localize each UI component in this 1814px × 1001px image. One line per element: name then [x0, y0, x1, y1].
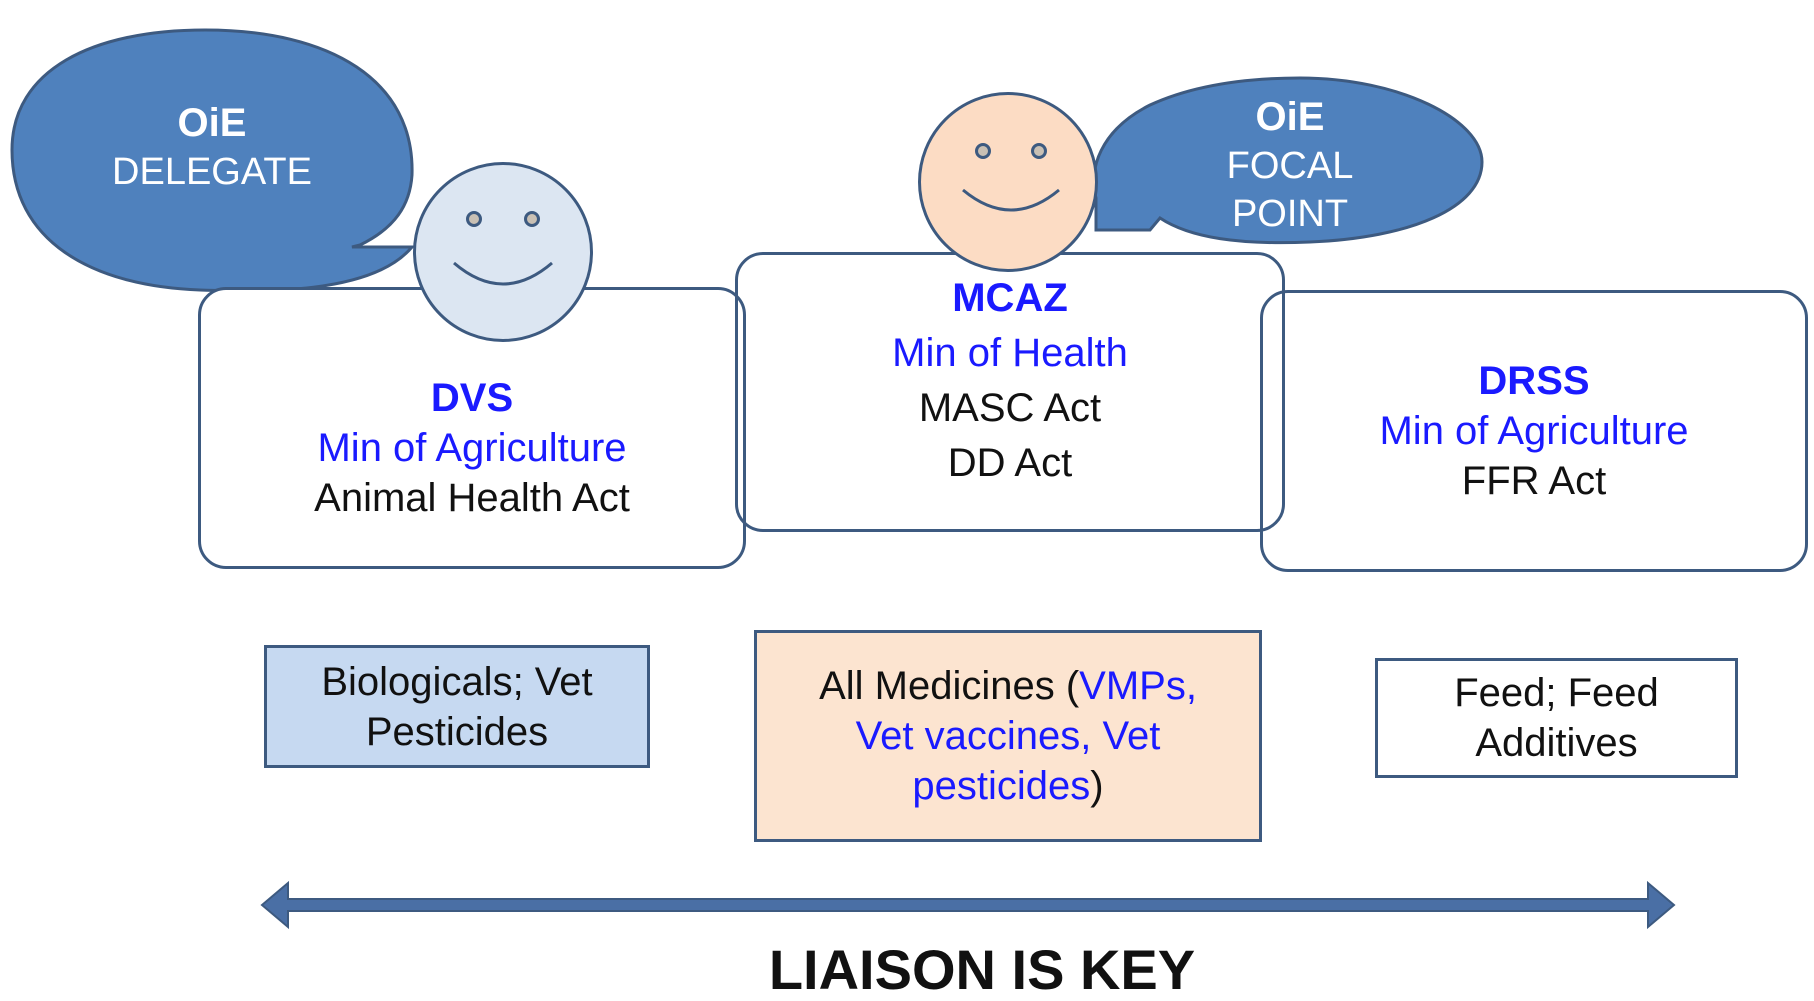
feed-line1: Feed; Feed: [1454, 671, 1659, 715]
right-eye-icon: [524, 211, 540, 227]
medicines-prefix: All Medicines (: [819, 664, 1080, 708]
dvs-act: Animal Health Act: [314, 476, 630, 520]
oie-focal-line1: FOCAL: [1226, 145, 1354, 187]
dvs-ministry: Min of Agriculture: [317, 426, 627, 470]
bubble-shape: [1092, 76, 1484, 245]
mcaz-ministry: Min of Health: [892, 331, 1128, 375]
oie-focal-label: OiE FOCAL POINT: [1190, 92, 1390, 238]
biologicals-line1: Biologicals; Vet: [321, 659, 593, 704]
smile-icon: [453, 261, 553, 286]
biologicals-line2: Pesticides: [365, 709, 549, 754]
mcaz-box: MCAZ Min of Health MASC Act DD Act: [735, 252, 1285, 532]
oie-focal-bubble: [1092, 76, 1484, 245]
mcaz-smiley-face: [918, 92, 1098, 272]
medicines-suffix: ): [1090, 764, 1104, 808]
oie-delegate-subtitle: DELEGATE: [112, 151, 312, 193]
medicines-box: All Medicines (VMPs, Vet vaccines, Vet p…: [754, 630, 1262, 842]
arrow-shape: [260, 880, 1676, 930]
oie-focal-line2: POINT: [1231, 193, 1349, 235]
feed-line2: Additives: [1475, 721, 1638, 765]
double-arrow: [260, 880, 1676, 930]
medicines-line2: Vet vaccines, Vet: [855, 714, 1161, 758]
drss-act: FFR Act: [1461, 459, 1607, 503]
left-eye-icon: [975, 143, 991, 159]
medicines-line1: All Medicines (VMPs,: [819, 661, 1197, 711]
oie-delegate-label: OiE DELEGATE: [72, 98, 352, 196]
dvs-name: DVS: [430, 376, 514, 420]
oie-delegate-title: OiE: [177, 101, 247, 145]
feed-box: Feed; Feed Additives: [1375, 658, 1738, 778]
drss-box: DRSS Min of Agriculture FFR Act: [1260, 290, 1808, 572]
medicines-pesticides: pesticides: [912, 764, 1091, 808]
left-eye-icon: [466, 211, 482, 227]
dvs-smiley-face: [413, 162, 593, 342]
mcaz-name: MCAZ: [952, 276, 1068, 320]
liaison-footer: LIAISON IS KEY: [768, 938, 1196, 1001]
mcaz-act-masc: MASC Act: [918, 386, 1102, 430]
medicines-vmps: VMPs,: [1079, 664, 1197, 708]
smile-icon: [962, 188, 1060, 212]
right-eye-icon: [1031, 143, 1047, 159]
biologicals-box: Biologicals; Vet Pesticides: [264, 645, 650, 768]
drss-ministry: Min of Agriculture: [1379, 409, 1689, 453]
medicines-line3: pesticides): [819, 761, 1197, 811]
oie-focal-title: OiE: [1255, 95, 1325, 139]
drss-name: DRSS: [1478, 359, 1590, 403]
mcaz-act-dd: DD Act: [947, 441, 1073, 485]
